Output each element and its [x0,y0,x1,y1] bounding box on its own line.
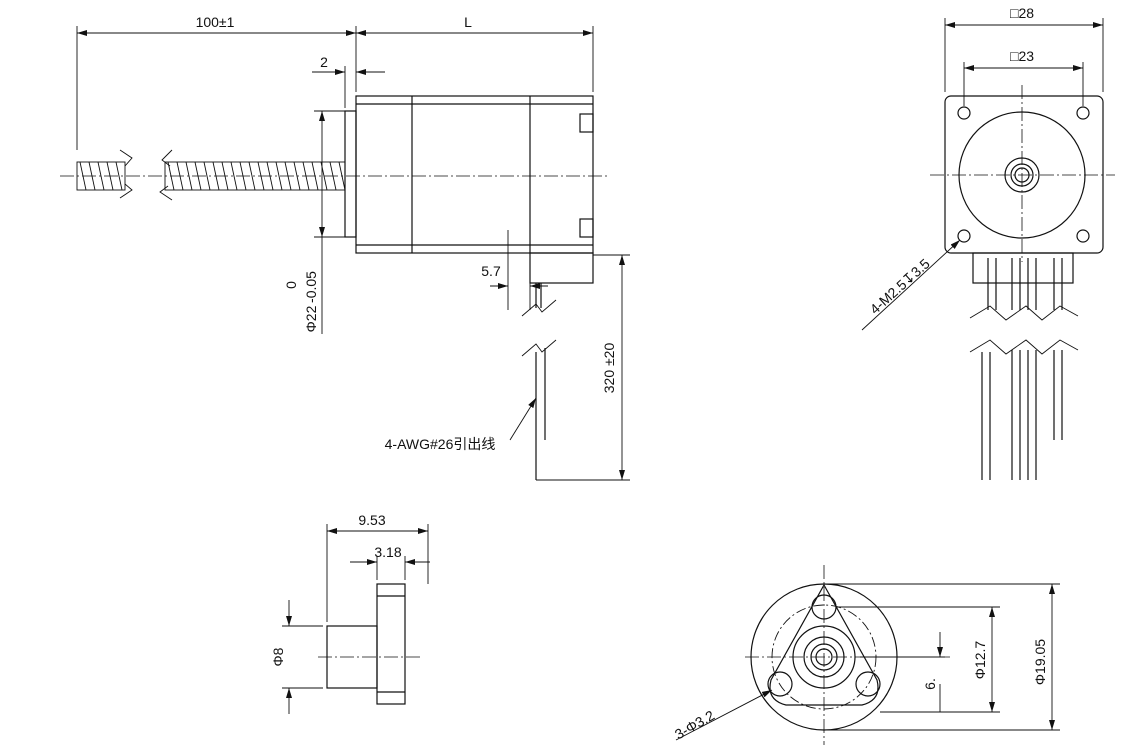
front-view: □28 □23 4-M2.5↧3.5 [861,5,1115,480]
dim-shaft-tol-upper: 0 [283,281,299,289]
dim-hole-square: □23 [1010,48,1034,64]
dim-nut-outer: Φ19.05 [1032,639,1048,685]
nut-side-view: 9.53 3.18 Φ8 [270,512,430,714]
dim-nut-diameter: Φ8 [270,647,286,666]
dim-outer-square: □28 [1010,5,1034,21]
dim-lead-offset: 5.7 [481,263,501,279]
dim-lead-length: 320 ±20 [601,343,617,394]
dim-total-length: 100±1 [196,14,235,30]
nut-hole-spec: 3-Φ3.2 [672,707,717,743]
hole-spec-label: 4-M2.5↧3.5 [867,255,933,317]
dim-nut-length: 9.53 [358,512,385,528]
dim-shaft-tol-lower: -0.05 [303,271,319,303]
motor-body [355,95,594,254]
front-square [944,95,1104,254]
dim-body-length: L [464,14,472,30]
flange-boss [344,110,357,238]
dim-nut-flange: 3.18 [374,544,401,560]
side-view: 100±1 L 2 0 -0.05 Φ22 5.7 320 ±20 [60,14,630,481]
dim-nut-pcd: Φ12.7 [972,641,988,680]
dim-nut-offset: 6. [922,678,938,690]
lead-spec-label: 4-AWG#26引出线 [385,436,496,452]
nut-front-view: Φ12.7 Φ19.05 6. 3-Φ3.2 [672,565,1060,745]
dim-flange-offset: 2 [320,54,328,70]
dim-shaft-diameter: Φ22 [303,305,319,332]
